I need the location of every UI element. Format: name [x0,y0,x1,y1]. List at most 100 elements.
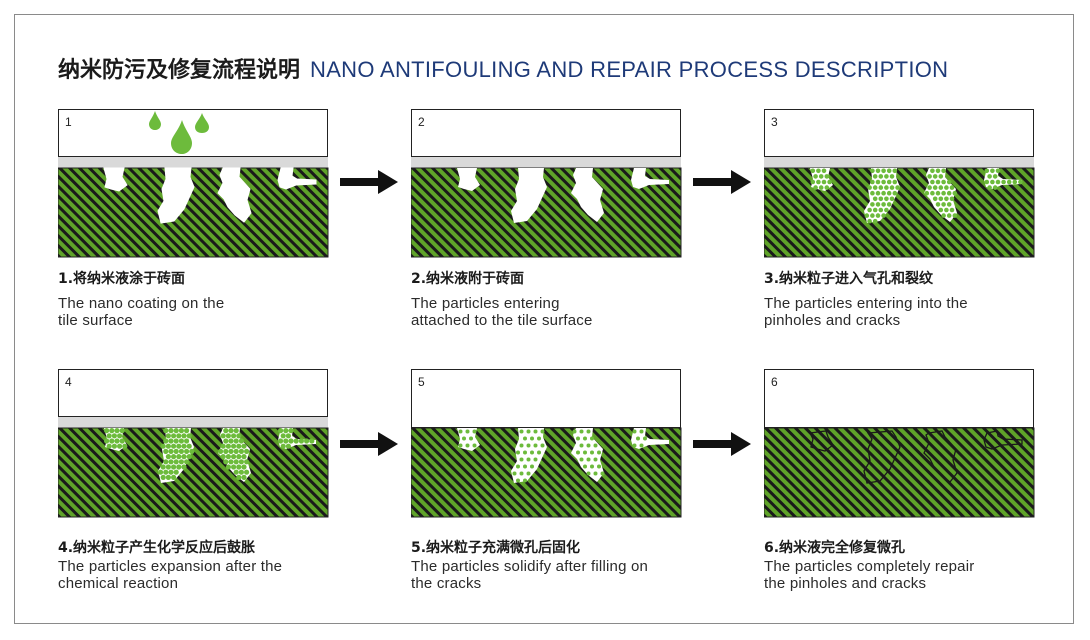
nano-particle [519,443,524,448]
nano-particle [944,196,949,202]
nano-particle [932,185,938,190]
nano-particle [944,207,949,213]
step-5-desc-line2: the cracks [411,575,482,592]
nano-particle [283,428,289,434]
nano-particle [176,464,182,470]
nano-particle [987,185,992,190]
nano-particle [984,179,990,185]
nano-particle [530,436,534,441]
tile-body [764,427,1035,518]
nano-particle [526,471,531,476]
step-5-number: 5 [418,375,425,389]
nano-particle [583,436,587,441]
nano-particle [889,174,895,179]
step-5-desc-line1: The particles solidify after filling on [411,558,649,575]
nano-particle [114,438,120,444]
nano-particle [220,433,226,439]
nano-particle [932,196,938,202]
nano-particle [236,454,242,460]
nano-particle [225,454,231,460]
nano-particle [458,429,463,434]
nano-particle [236,474,242,480]
arrow-right-icon [693,170,751,194]
nano-particle [533,457,538,462]
nano-particle [516,478,520,483]
nano-particle [987,174,992,179]
nano-particle [171,464,177,470]
nano-particle [995,168,1001,174]
step-2-illustration: 2 [411,109,682,258]
nano-particle [572,429,577,434]
nano-particle [881,168,886,174]
step-2-title: 2.纳米液附于砖面 [411,271,525,287]
nano-particle [875,179,881,185]
nano-particle [516,450,520,455]
nano-particle [278,428,284,434]
nano-particle [278,438,284,444]
nano-particle [304,438,310,444]
nano-particle [223,459,229,465]
nano-particle [895,185,900,190]
nano-particle [579,429,584,434]
nano-particle [867,185,872,190]
nano-particle [241,474,247,480]
nano-particle [941,179,946,185]
nano-particle [632,443,637,448]
nano-particle [941,190,946,196]
nano-particle [1012,179,1018,185]
nano-particle [122,443,128,449]
nano-particle [935,179,941,185]
nano-particle [1006,179,1012,185]
nano-particle [228,428,234,434]
nano-particle [163,448,169,454]
nano-particle [818,185,824,190]
nano-particle [586,471,591,476]
nano-particle [186,454,192,460]
coating-layer [764,157,1034,168]
nano-particle [228,448,234,454]
nano-particle [526,429,531,434]
nano-particle [530,450,534,455]
page-title: 纳米防污及修复流程说明 NANO ANTIFOULING AND REPAIR … [58,52,948,86]
step-6-desc-line2: the pinholes and cracks [764,575,927,592]
nano-particle [946,179,952,185]
nano-particle [106,433,112,439]
nano-particle [593,471,598,476]
coating-layer [411,157,681,168]
step-6-desc-line1: The particles completely repair [764,558,975,575]
nano-particle [864,213,870,218]
nano-particle [283,438,289,444]
nano-droplets [149,111,209,154]
nano-particle [870,202,875,207]
pores-with-particles [457,428,669,483]
nano-particle [244,448,250,454]
nano-particle [171,443,177,449]
nano-particle [104,438,110,444]
nano-particle [165,433,171,439]
nano-particle [813,174,818,179]
nano-particle [472,443,477,448]
tile-pores [103,167,317,224]
nano-particle [810,179,816,185]
nano-particle [231,443,237,449]
nano-particle [114,428,120,434]
nano-particle [816,179,821,185]
nano-particle [593,457,598,462]
nano-particle [165,474,171,480]
nano-particle [106,443,112,449]
nano-particle [952,213,958,218]
nano-particle [184,438,190,444]
nano-particle [181,464,187,470]
coating-layer [58,417,328,428]
nano-particle [938,207,944,213]
nano-particle [636,436,640,441]
nano-particle [537,436,541,441]
nano-particle [160,464,166,470]
nano-particle [458,443,463,448]
nano-particle [952,190,958,196]
nano-particle [472,429,477,434]
nano-particle [824,185,830,190]
nano-particle [231,433,237,439]
nano-particle [821,179,827,185]
nano-particle [163,469,169,475]
